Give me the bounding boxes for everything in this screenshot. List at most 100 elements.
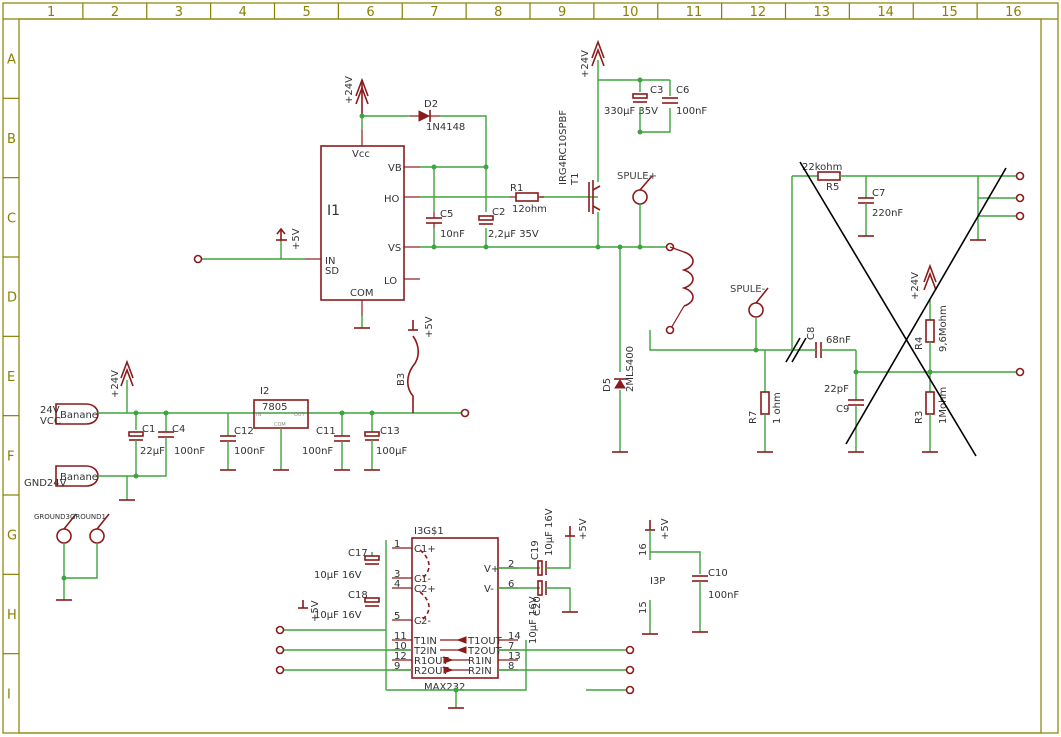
- max232-name: I3G$1: [414, 526, 444, 537]
- r1-name: R1: [510, 183, 523, 194]
- ground3-label: GROUND3: [34, 513, 70, 521]
- c2-capacitor: C2 2,2µF 35V: [478, 207, 539, 240]
- max232-left-pin-number: 3: [394, 569, 400, 580]
- c5-capacitor: C5 10nF: [426, 209, 465, 240]
- t1-value: IRG4RC10SPBF: [558, 110, 569, 185]
- max232-left-pin: T1IN: [413, 636, 437, 647]
- row-marker: G: [7, 529, 17, 544]
- max232-right-pin-number: 14: [508, 631, 521, 642]
- max232-left-pin: R2OUT: [414, 666, 450, 677]
- c4-value: 100nF: [174, 446, 205, 457]
- column-marker: 2: [111, 5, 119, 20]
- i2-out: OUT: [294, 412, 306, 418]
- i1-pin-com: COM: [350, 288, 373, 299]
- coil-section: SPULE+ D5 2MLS400: [602, 171, 792, 452]
- c12-name: C12: [234, 426, 254, 437]
- c9-value: 22pF: [824, 384, 849, 395]
- c3-name: C3: [650, 85, 663, 96]
- c10-value: 100nF: [708, 590, 739, 601]
- c5-name: C5: [440, 209, 453, 220]
- spule-plus-label: SPULE+: [617, 171, 657, 182]
- supply-5v-i1: +5V: [276, 227, 302, 250]
- supply-24v-label-3: +24V: [910, 272, 921, 300]
- power-supply: Banane 24V VCC Banane GND24V +24V C1 22µ…: [24, 316, 470, 500]
- c5-value: 10nF: [440, 229, 465, 240]
- banane-1: Banane: [60, 410, 98, 421]
- row-marker: B: [7, 132, 16, 147]
- c10-name: C10: [708, 568, 728, 579]
- c20-value: 10µF 16V: [528, 596, 539, 644]
- max232-right-pin: R2IN: [468, 666, 492, 677]
- max232-right-pin-number: 2: [508, 559, 514, 570]
- max232-left-pin: C2-: [414, 616, 431, 627]
- r3-value: 1Mohm: [938, 387, 949, 424]
- column-marker: 4: [239, 5, 247, 20]
- c18-value: 10µF 16V: [314, 610, 362, 621]
- max232-left-pin-number: 4: [394, 579, 400, 590]
- supply-24v-i1: +24V: [344, 76, 369, 116]
- column-marker: 13: [813, 5, 830, 20]
- crossed-section: 22kohm R5 C7 220nF 22pF C9 +24V R4 9,6Mo…: [791, 161, 1025, 457]
- r4-value: 9,6Mohm: [938, 305, 949, 352]
- column-marker: 6: [366, 5, 374, 20]
- max232-left-pin-number: 12: [394, 651, 407, 662]
- i2-value: 7805: [262, 402, 287, 413]
- max232-right-pin: R1IN: [468, 656, 492, 667]
- i3p-power: +5V 16 I3P 15 C10 100nF: [638, 518, 739, 634]
- c8-value: 68nF: [826, 335, 851, 346]
- supply-24v-label-4: +24V: [110, 370, 121, 398]
- max232-left-pin-number: 11: [394, 631, 407, 642]
- c1-value: 22µF: [140, 446, 165, 457]
- supply-24v-label-2: +24V: [580, 50, 591, 78]
- c8-name: C8: [806, 327, 817, 340]
- c12-value: 100nF: [234, 446, 265, 457]
- c6-capacitor: C6 100nF: [662, 85, 707, 117]
- c11-value: 100nF: [302, 446, 333, 457]
- column-marker: 8: [494, 5, 502, 20]
- r5-name: R5: [826, 182, 839, 193]
- column-marker: 12: [750, 5, 767, 20]
- c20-name: C20: [532, 596, 543, 616]
- c2-name: C2: [492, 207, 505, 218]
- t1-igbt: IRG4RC10SPBF T1: [558, 60, 601, 247]
- ground-symbols: [56, 235, 986, 709]
- max232-right-pin: V-: [484, 584, 494, 595]
- c6-value: 100nF: [676, 106, 707, 117]
- vcc-label-1: 24V: [40, 405, 60, 416]
- r3-name: R3: [914, 411, 925, 424]
- d2-name: D2: [424, 99, 438, 110]
- row-marker: D: [7, 291, 17, 306]
- r5-value: 22kohm: [802, 162, 842, 173]
- max232-left-pin-number: 5: [394, 611, 400, 622]
- i3p-name: I3P: [650, 576, 665, 587]
- c7-name: C7: [872, 188, 885, 199]
- column-marker: 11: [686, 5, 703, 20]
- row-marker: A: [7, 53, 16, 68]
- column-marker: 15: [941, 5, 958, 20]
- ground1-label: GROUND1: [70, 513, 106, 521]
- supply-5v-label-4: +5V: [578, 518, 589, 540]
- supply-5v-label-1: +5V: [291, 228, 302, 250]
- max232-left-pin-number: 1: [394, 539, 400, 550]
- spule-minus-label: SPULE-: [730, 284, 766, 295]
- c19-name: C19: [530, 540, 541, 560]
- max232-left-pin-number: 9: [394, 661, 400, 672]
- c3-value: 330µF 35V: [604, 106, 658, 117]
- spule-minus-section: SPULE- R7 1 ohm C8 68nF: [730, 284, 856, 452]
- i1-driver: I1 Vcc VB HO VS IN SD LO COM: [305, 130, 420, 316]
- max232-right-pin-number: 13: [508, 651, 521, 662]
- supply-5v-label-5: +5V: [660, 518, 671, 540]
- max232-right-pin: T2OUT: [467, 646, 503, 657]
- c13-name: C13: [380, 426, 400, 437]
- c11-name: C11: [316, 426, 336, 437]
- i2-name: I2: [260, 386, 269, 397]
- max232-right-pin: V+: [484, 564, 499, 575]
- b3-name: B3: [396, 373, 407, 386]
- supply-5v-label-2: +5V: [424, 316, 435, 338]
- c17-name: C17: [348, 548, 368, 559]
- i1-pin-lo: LO: [384, 276, 397, 287]
- i1-pin-vb: VB: [388, 163, 402, 174]
- max232-part: MAX232: [424, 682, 465, 693]
- i2-in: IN: [256, 412, 261, 418]
